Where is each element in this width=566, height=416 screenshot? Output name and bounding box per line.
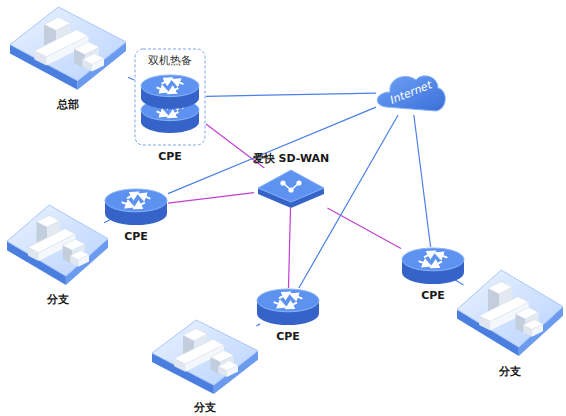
site-building: 分支 xyxy=(5,203,110,288)
platform-top xyxy=(7,205,108,276)
router-icon xyxy=(257,289,319,325)
internet-cloud: Internet xyxy=(376,70,446,115)
router-icon xyxy=(105,189,167,225)
block-top xyxy=(488,282,512,294)
hub-icon-dot xyxy=(280,180,285,185)
block-top xyxy=(37,215,60,227)
cpe-router: CPE xyxy=(401,247,465,285)
site-building: 分支 xyxy=(150,318,260,396)
network-link xyxy=(256,324,260,326)
router-arrow xyxy=(157,87,168,91)
block-top xyxy=(74,42,99,55)
router-arrow xyxy=(173,80,184,84)
block-top xyxy=(218,361,238,371)
node-label: CPE xyxy=(236,330,340,343)
standby-group: 双机热备CPE xyxy=(134,48,206,146)
node-label: 分支 xyxy=(0,292,130,307)
router-icon xyxy=(141,75,199,109)
router-arrow xyxy=(279,292,290,298)
block-top xyxy=(44,17,70,30)
router-arrow xyxy=(291,294,303,299)
node-label: 爱快 SD-WAN xyxy=(224,151,358,166)
router-arrow xyxy=(168,112,178,118)
network-link xyxy=(104,220,110,223)
node-shape xyxy=(5,203,110,288)
hub-icon-dot xyxy=(288,187,293,192)
network-link xyxy=(206,93,376,96)
cpe-router: CPE xyxy=(104,188,168,226)
router-arrow xyxy=(274,302,286,307)
block-top xyxy=(516,307,539,319)
node-shape xyxy=(256,288,320,326)
platform-top xyxy=(152,320,258,385)
node-shape xyxy=(455,268,565,360)
node-shape xyxy=(104,188,168,226)
router-top xyxy=(141,75,199,97)
sdwan-link xyxy=(288,208,290,288)
building-block xyxy=(523,320,543,337)
block-top xyxy=(211,350,234,362)
router-arrow xyxy=(162,78,172,84)
sdwan-hub: 爱快 SD-WAN xyxy=(254,168,328,208)
node-label: 总部 xyxy=(0,97,148,112)
standby-frame xyxy=(135,49,205,145)
hub-top xyxy=(258,170,324,202)
block-top xyxy=(63,239,85,250)
router-arrow xyxy=(122,202,134,207)
node-shape xyxy=(254,168,328,208)
node-label: 分支 xyxy=(130,400,280,415)
node-shape xyxy=(150,318,260,396)
router-arrow xyxy=(424,251,435,257)
block-top xyxy=(70,250,89,259)
building-block xyxy=(70,250,89,266)
platform-top xyxy=(10,7,126,81)
network-link xyxy=(455,280,463,285)
site-building: 分支 xyxy=(455,268,565,360)
block-top xyxy=(523,320,543,330)
sdwan-link xyxy=(327,208,401,248)
router-arrow xyxy=(419,261,431,266)
router-arrow xyxy=(431,261,442,267)
router-arrow xyxy=(157,111,168,115)
router-top xyxy=(257,289,319,312)
platform-top xyxy=(457,270,563,347)
block-top xyxy=(183,329,207,341)
network-link xyxy=(299,115,398,288)
hub-icon-dot xyxy=(296,180,301,185)
sdwan-link xyxy=(168,193,254,204)
router-arrow xyxy=(436,253,448,258)
building-block xyxy=(218,361,238,377)
network-link xyxy=(414,115,431,247)
router-arrow xyxy=(139,194,151,199)
router-arrow xyxy=(134,202,145,208)
node-label: CPE xyxy=(114,150,226,163)
router-top xyxy=(402,248,464,271)
router-top xyxy=(105,189,167,212)
router-arrow xyxy=(286,302,297,308)
router-arrow xyxy=(127,192,138,198)
node-label: 分支 xyxy=(435,364,566,379)
building-block xyxy=(82,54,104,72)
site-building: 总部 xyxy=(8,5,128,93)
node-shape xyxy=(401,247,465,285)
router-arrow xyxy=(168,88,178,94)
network-link xyxy=(128,77,134,80)
router-icon xyxy=(402,248,464,284)
cpe-router: CPE xyxy=(256,288,320,326)
node-shape xyxy=(8,5,128,93)
block-top xyxy=(82,54,104,65)
node-label: 双机热备 xyxy=(134,54,206,68)
